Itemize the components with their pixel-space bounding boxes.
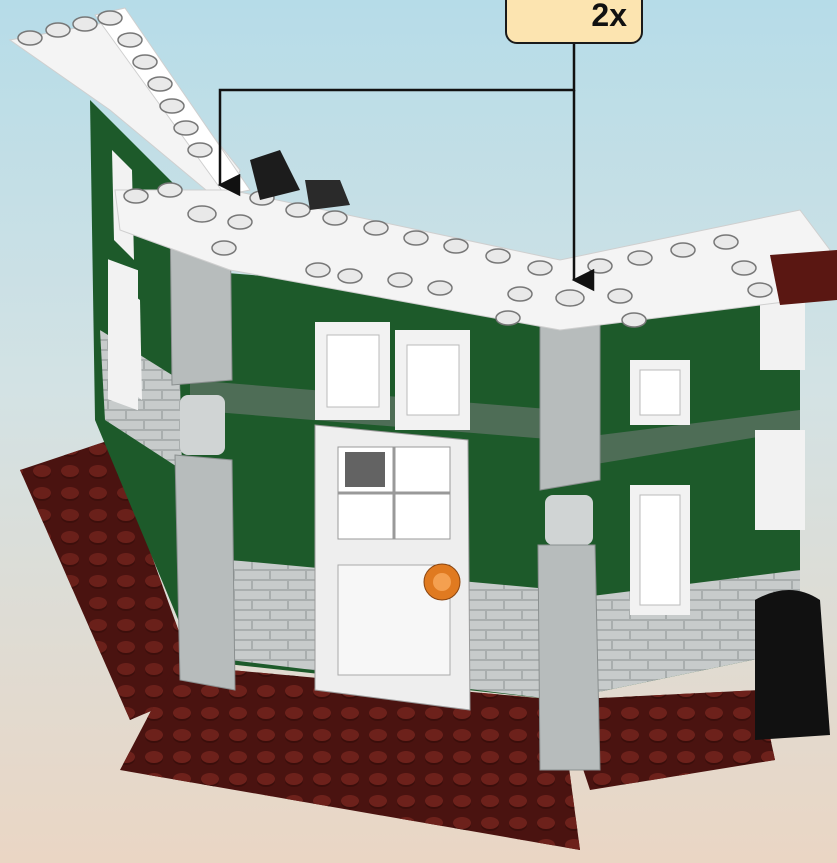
quantity-callout: 2x	[505, 0, 643, 44]
black-bin	[755, 590, 830, 740]
front-door	[315, 425, 470, 710]
quantity-label: 2x	[591, 0, 627, 34]
pillar-right	[538, 285, 600, 770]
